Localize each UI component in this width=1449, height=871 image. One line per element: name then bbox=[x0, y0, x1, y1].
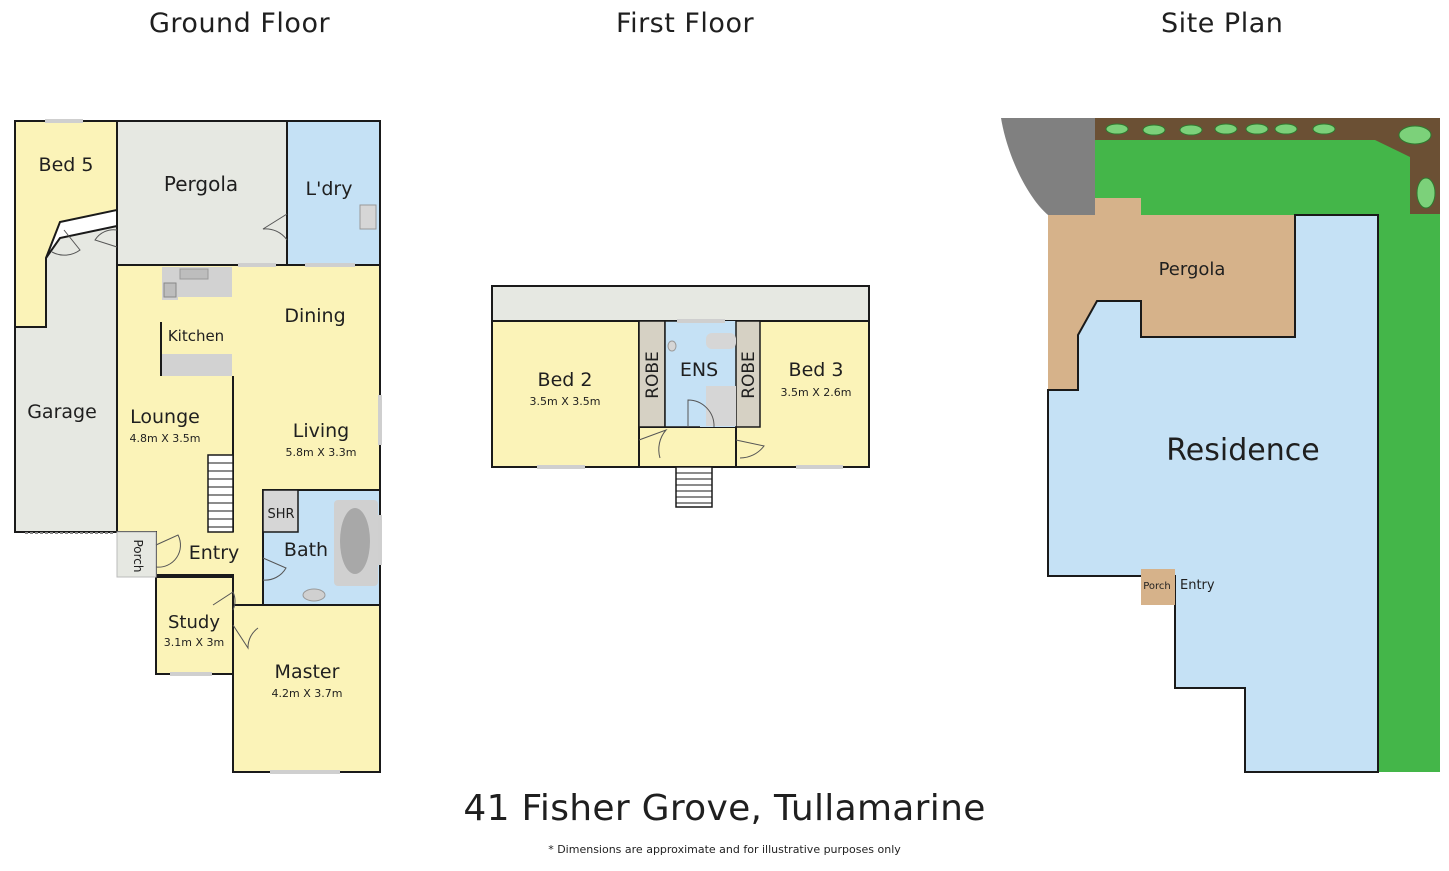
shrub-icon bbox=[1312, 123, 1336, 135]
shrub-icon bbox=[1274, 123, 1298, 135]
dimensions-disclaimer: * Dimensions are approximate and for ill… bbox=[548, 843, 901, 856]
entry-label: Entry bbox=[189, 542, 240, 564]
first-floor-heading: First Floor bbox=[616, 8, 755, 39]
laundry-sink-icon bbox=[359, 204, 377, 230]
bed5-door bbox=[51, 229, 81, 256]
porch-site-area bbox=[1141, 569, 1175, 605]
driveway-area bbox=[1001, 118, 1095, 215]
entry-door bbox=[155, 534, 181, 568]
bed2-dimensions: 3.5m X 3.5m bbox=[530, 395, 601, 408]
residence-area bbox=[1047, 214, 1379, 773]
site-pergola-label: Pergola bbox=[1159, 259, 1226, 280]
robe-left-label: ROBE bbox=[643, 351, 663, 399]
laundry-area bbox=[286, 120, 381, 266]
property-address: 41 Fisher Grove, Tullamarine bbox=[463, 788, 986, 829]
pergola-label: Pergola bbox=[164, 172, 238, 196]
kitchen-sink-icon bbox=[179, 268, 209, 280]
porch-area bbox=[116, 531, 157, 578]
ground-floor-heading: Ground Floor bbox=[149, 8, 331, 39]
toilet-icon bbox=[667, 340, 677, 352]
pergola-site-area bbox=[1048, 198, 1295, 390]
shower-area bbox=[262, 489, 299, 533]
laundry-label: L'dry bbox=[306, 178, 353, 200]
bed3-dimensions: 3.5m X 2.6m bbox=[781, 386, 852, 399]
shrub-icon bbox=[1105, 123, 1129, 135]
lounge-label: Lounge bbox=[130, 406, 200, 428]
study-label: Study bbox=[168, 612, 220, 633]
robe-right-label: ROBE bbox=[739, 351, 759, 399]
site-plan: Pergola Residence Porch Entry bbox=[1001, 118, 1440, 773]
shrub-icon bbox=[1245, 123, 1269, 135]
kitchen-island bbox=[162, 354, 232, 376]
bath-door bbox=[262, 557, 287, 581]
first-floor-stairs bbox=[675, 466, 713, 508]
pergola-door bbox=[94, 229, 118, 248]
porch-label: Porch bbox=[131, 539, 145, 572]
ensuite-shower-icon bbox=[706, 386, 736, 426]
lounge-dimensions: 4.8m X 3.5m bbox=[130, 432, 201, 445]
robe-right-area bbox=[735, 320, 761, 428]
robe-left-area bbox=[638, 320, 666, 428]
ensuite-label: ENS bbox=[680, 359, 718, 381]
bed3-label: Bed 3 bbox=[789, 359, 844, 381]
hallway-area bbox=[638, 426, 737, 468]
shrub-icons bbox=[1105, 123, 1436, 209]
laundry-door bbox=[262, 213, 288, 241]
site-porch-label: Porch bbox=[1143, 581, 1171, 592]
bed2-label: Bed 2 bbox=[538, 369, 593, 391]
garage-label: Garage bbox=[27, 401, 97, 423]
pergola-area bbox=[116, 120, 288, 266]
bath-label: Bath bbox=[284, 539, 328, 561]
site-entry-label: Entry bbox=[1180, 578, 1215, 593]
bed3-door bbox=[735, 439, 765, 459]
first-floor-void bbox=[491, 285, 870, 322]
bathtub-basin-icon bbox=[340, 508, 370, 574]
shrub-icon bbox=[1416, 177, 1436, 209]
ensuite-door bbox=[687, 399, 715, 428]
shrub-icon bbox=[1179, 124, 1203, 136]
ensuite-vanity-icon bbox=[706, 333, 736, 349]
shrub-icon bbox=[1142, 124, 1166, 136]
residence-label: Residence bbox=[1166, 433, 1319, 468]
ground-floor-plan: Bed 5 Pergola L'dry Garage Kitchen Dinin… bbox=[14, 119, 382, 774]
stove-icon bbox=[163, 282, 177, 298]
ground-stairs bbox=[207, 454, 234, 533]
dining-label: Dining bbox=[284, 305, 345, 327]
bed2-door bbox=[638, 428, 668, 459]
bed2-area bbox=[491, 320, 640, 468]
kitchen-label: Kitchen bbox=[168, 327, 224, 345]
study-door bbox=[212, 591, 236, 611]
master-label: Master bbox=[275, 661, 340, 683]
site-plan-heading: Site Plan bbox=[1161, 8, 1284, 39]
lawn-area bbox=[1095, 118, 1440, 772]
living-label: Living bbox=[293, 420, 350, 442]
master-dimensions: 4.2m X 3.7m bbox=[272, 687, 343, 700]
bed5-label: Bed 5 bbox=[39, 154, 94, 176]
living-dimensions: 5.8m X 3.3m bbox=[286, 446, 357, 459]
shrub-icon bbox=[1214, 123, 1238, 135]
shrub-icon bbox=[1398, 125, 1432, 145]
master-door bbox=[232, 624, 259, 650]
study-dimensions: 3.1m X 3m bbox=[164, 636, 224, 649]
first-floor-plan: Bed 2 3.5m X 3.5m ROBE ENS ROBE Bed 3 3.… bbox=[491, 285, 870, 508]
basin-icon bbox=[302, 588, 326, 602]
shower-label: SHR bbox=[267, 507, 294, 522]
